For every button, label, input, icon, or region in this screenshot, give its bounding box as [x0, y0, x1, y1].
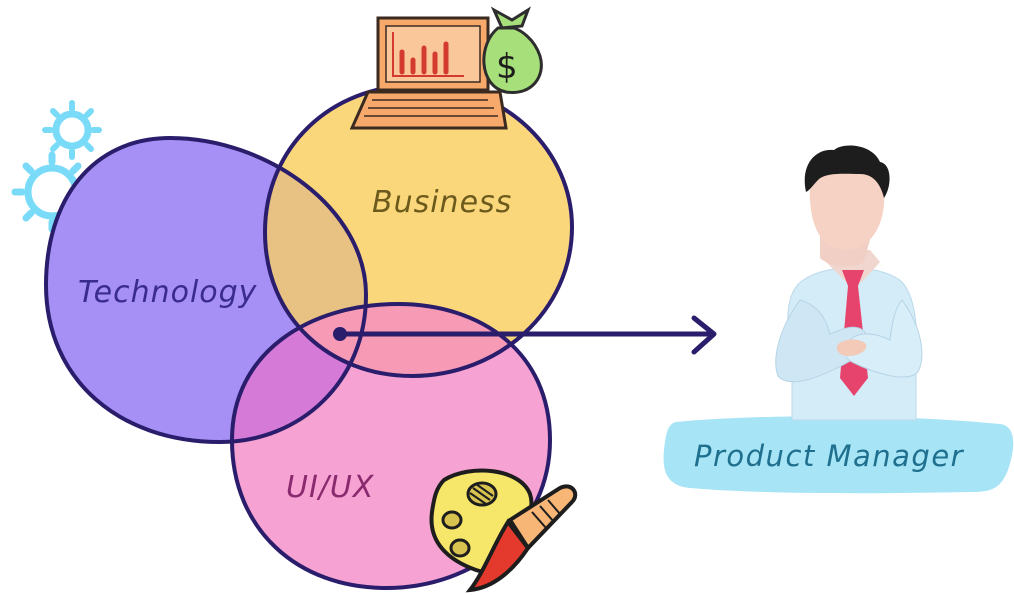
- tech-uiux-overlap: [232, 304, 366, 442]
- business-outline: [263, 83, 574, 378]
- svg-text:$: $: [496, 47, 518, 87]
- intersection-dot: [333, 327, 347, 341]
- connector-arrow: [337, 315, 717, 355]
- business-label: Business: [372, 185, 512, 220]
- product-manager-badge: [663, 416, 1014, 494]
- product-manager-label: Product Manager: [694, 439, 965, 473]
- money-bag-icon: $: [482, 6, 543, 94]
- product-manager-figure: [775, 145, 923, 421]
- technology-outline: [44, 136, 368, 444]
- technology-label: Technology: [78, 275, 258, 310]
- laptop-chart-icon: [349, 16, 508, 130]
- paint-palette-icon: [429, 468, 578, 593]
- uiux-outline: [230, 302, 552, 590]
- uiux-label: UI/UX: [286, 470, 375, 505]
